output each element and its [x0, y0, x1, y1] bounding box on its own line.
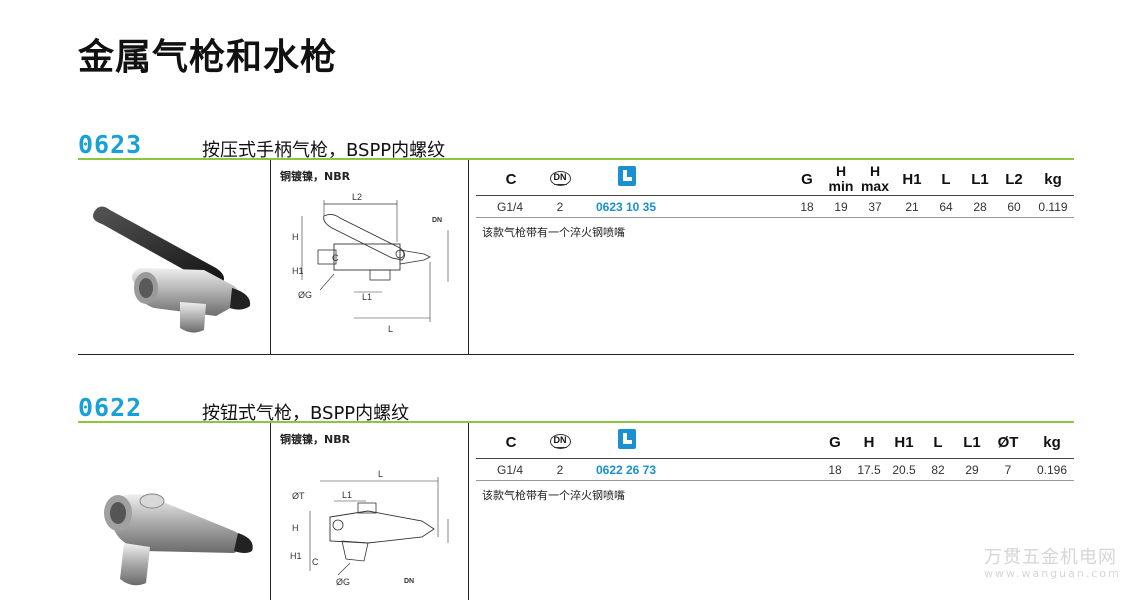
dim-label: C — [312, 557, 319, 567]
dim-label: L — [378, 469, 383, 479]
section-bottom-rule — [78, 354, 1074, 355]
col-header-l2: L2 — [1005, 171, 1023, 188]
product-note: 该款气枪带有一个淬火钢喷嘴 — [482, 489, 625, 502]
cell-l1: 28 — [973, 200, 987, 214]
dim-label: ØG — [298, 290, 312, 300]
col-header-c: C — [505, 434, 517, 451]
dim-label: ØT — [292, 491, 305, 501]
cell-l: 82 — [931, 463, 945, 477]
col-header-dn: DN — [542, 170, 578, 188]
col-header-g: G — [801, 171, 813, 188]
cell-h1: 20.5 — [892, 463, 916, 477]
header-rule — [476, 458, 1074, 459]
col-header-l: L — [933, 434, 943, 451]
spec-table: C DN G H H1 L L1 ØT kg G1/4 2 0622 26 73… — [476, 423, 1074, 600]
cell-dn: 2 — [556, 200, 564, 214]
col-header-c: C — [505, 171, 517, 188]
column-divider — [468, 423, 469, 600]
technical-drawing-cell: 铜镀镍，NBR L ØT L1 H H1 C ØG DN — [272, 423, 468, 600]
product-section-0623: 0623 按压式手柄气枪，BSPP内螺纹 铜镀镍，NBR L2 — [78, 130, 1074, 358]
row-rule — [476, 480, 1074, 481]
cell-c: G1/4 — [496, 200, 523, 214]
dim-label: L1 — [342, 490, 352, 500]
dim-label: C — [332, 253, 339, 263]
article-number-icon — [618, 429, 636, 449]
cell-h1: 21 — [905, 200, 919, 214]
col-header-h1: H1 — [894, 434, 914, 451]
section-divider — [78, 421, 1074, 423]
cell-t: 7 — [1004, 463, 1012, 477]
cell-g: 18 — [800, 200, 814, 214]
cell-dn: 2 — [556, 463, 564, 477]
watermark-url: www.wanguan.com — [984, 567, 1121, 580]
cell-article-number[interactable]: 0622 26 73 — [595, 463, 657, 477]
column-divider — [270, 423, 271, 600]
section-divider — [78, 158, 1074, 160]
dim-label: H1 — [290, 551, 302, 561]
column-divider — [468, 160, 469, 354]
cell-h-max: 37 — [868, 200, 882, 214]
row-rule — [476, 217, 1074, 218]
dim-label: L2 — [352, 192, 362, 202]
watermark-text: 万贯五金机电网 — [984, 547, 1117, 568]
material-label: 铜镀镍，NBR — [280, 170, 351, 183]
cell-l2: 60 — [1007, 200, 1021, 214]
col-header-l: L — [941, 171, 951, 188]
cell-c: G1/4 — [496, 463, 523, 477]
technical-drawing: L ØT L1 H H1 C ØG DN — [290, 469, 449, 587]
technical-drawing: L2 H H1 C ØG L1 L DN — [292, 192, 449, 334]
dn-icon: DN — [549, 171, 571, 186]
col-header-t: ØT — [997, 434, 1019, 451]
page-title: 金属气枪和水枪 — [78, 37, 338, 78]
section-title: 按压式手柄气枪，BSPP内螺纹 — [202, 140, 446, 161]
section-title: 按钮式气枪，BSPP内螺纹 — [202, 403, 410, 424]
technical-drawing-cell: 铜镀镍，NBR L2 H H1 C ØG L1 L DN — [272, 160, 468, 354]
col-header-kg: kg — [1044, 171, 1062, 188]
col-header-h1: H1 — [902, 171, 922, 188]
dim-label: ØG — [336, 577, 350, 587]
col-header-kg: kg — [1043, 434, 1061, 451]
header-rule — [476, 195, 1074, 196]
product-photo — [93, 206, 251, 333]
cell-kg: 0.119 — [1038, 200, 1068, 214]
col-header-l1: L1 — [971, 171, 989, 188]
cell-article-number[interactable]: 0623 10 35 — [595, 200, 657, 214]
product-note: 该款气枪带有一个淬火钢喷嘴 — [482, 226, 625, 239]
col-header-dn: DN — [542, 433, 578, 451]
watermark: 万贯五金机电网 www.wanguan.com — [984, 543, 1142, 580]
dim-label: L1 — [362, 292, 372, 302]
dim-label: H1 — [292, 266, 304, 276]
cell-l1: 29 — [965, 463, 979, 477]
dn-icon: DN — [549, 434, 571, 449]
article-number-icon — [618, 166, 636, 186]
product-photo — [104, 493, 253, 586]
product-section-0622: 0622 按钮式气枪，BSPP内螺纹 铜镀镍，NBR L ØT L1 — [78, 393, 1074, 600]
material-label: 铜镀镍，NBR — [280, 433, 351, 446]
section-code: 0622 — [78, 393, 143, 422]
cell-h-min: 19 — [834, 200, 848, 214]
cell-l: 64 — [939, 200, 953, 214]
dim-label: H — [292, 523, 299, 533]
col-header-h: H — [863, 434, 875, 451]
dim-label: H — [292, 232, 299, 242]
cell-kg: 0.196 — [1036, 463, 1068, 477]
column-divider — [270, 160, 271, 354]
section-code: 0623 — [78, 130, 143, 159]
col-header-l1: L1 — [963, 434, 981, 451]
dn-label: DN — [404, 578, 414, 585]
cell-g: 18 — [828, 463, 842, 477]
dn-label: DN — [432, 217, 442, 224]
dim-label: L — [388, 324, 393, 334]
cell-h: 17.5 — [857, 463, 881, 477]
col-header-g: G — [829, 434, 841, 451]
